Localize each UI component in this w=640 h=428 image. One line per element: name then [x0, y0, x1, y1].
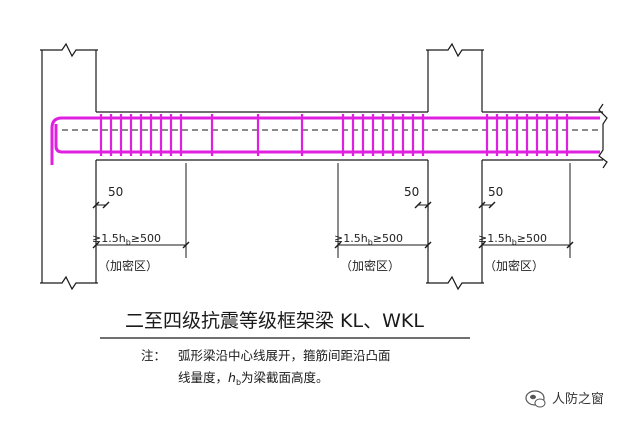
zone-length-right: ≥1.5hb≥500	[478, 232, 547, 247]
stirrups-left-zone	[99, 114, 183, 156]
watermark-logo-icon	[525, 390, 546, 408]
middle-column	[426, 42, 484, 291]
zone-length-left: ≥1.5hb≥500	[92, 232, 161, 247]
watermark-text: 人防之窗	[552, 391, 604, 407]
dimension-ticks	[92, 201, 574, 249]
stirrups-right-zone	[485, 114, 569, 156]
beam-outline	[96, 103, 608, 169]
left-column	[40, 42, 98, 291]
longitudinal-rebar	[50, 116, 600, 165]
stirrups-span	[210, 114, 304, 156]
note-line-2: 线量度，hb为梁截面高度。	[178, 370, 329, 387]
zone-name-left: （加密区）	[98, 258, 158, 273]
stirrups-middle-zone	[341, 114, 425, 156]
dim-50-right: 50	[488, 185, 503, 199]
dimension-lines	[95, 163, 571, 258]
note-prefix: 注：	[141, 348, 166, 363]
watermark: 人防之窗	[525, 390, 604, 408]
zone-name-right: （加密区）	[484, 258, 544, 273]
dim-50-left: 50	[108, 185, 123, 199]
zone-length-middle: ≥1.5hb≥500	[334, 232, 403, 247]
note-line-1: 弧形梁沿中心线展开，箍筋间距沿凸面	[178, 348, 391, 363]
zone-name-middle: （加密区）	[340, 258, 400, 273]
dim-50-middle: 50	[404, 185, 419, 199]
diagram-title: 二至四级抗震等级框架梁 KL、WKL	[125, 310, 424, 332]
